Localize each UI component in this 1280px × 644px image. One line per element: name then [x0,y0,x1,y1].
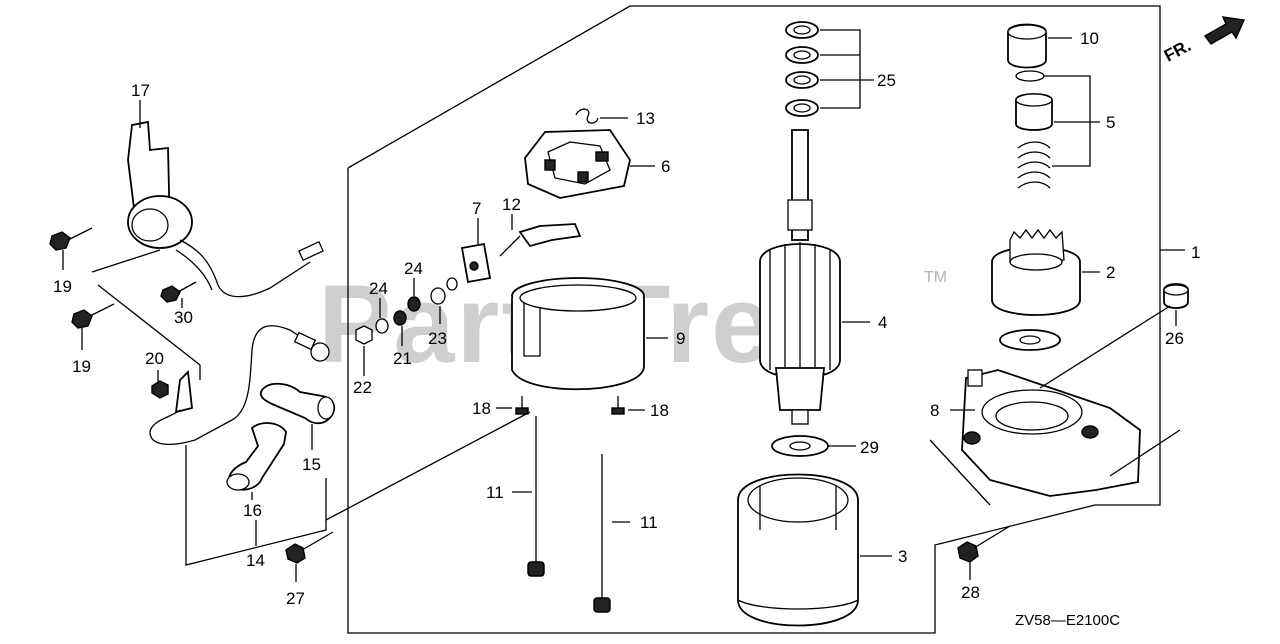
part-24-washer-lower [375,318,389,334]
part-13-spring [575,108,599,124]
part-9-cover-band [511,277,645,391]
callout-19-upper: 19 [53,277,72,296]
callout-17: 17 [131,81,150,100]
part-8-front-bracket [961,369,1141,497]
front-arrow-icon [1203,16,1246,45]
callout-7: 7 [472,199,481,218]
callout-3: 3 [898,547,907,566]
callout-11-right: 11 [640,513,658,532]
part-pinion-washer [999,329,1061,351]
part-29-washer [771,435,829,457]
callout-28: 28 [961,583,980,602]
part-25-thrust-washers [785,21,819,117]
part-21-washer [393,310,407,326]
front-direction-label: FR. [1161,36,1194,66]
callout-24-lower: 24 [369,279,388,298]
part-6-brush-holder [524,129,631,199]
part-11-through-bolt-left [527,416,545,577]
part-2-pinion-gear [991,228,1081,316]
callout-30: 30 [174,308,193,327]
part-18-screw-left [515,396,529,415]
callout-8: 8 [930,401,939,420]
part-18-screw-right [611,396,625,415]
callout-21: 21 [393,349,412,368]
part-10-stop-collar [1007,23,1047,69]
callout-29: 29 [860,438,879,457]
front-direction-indicator: FR. [1161,16,1246,66]
part-16-terminal-boot [226,422,287,491]
part-17-solenoid-switch [127,120,324,298]
callout-16: 16 [243,501,262,520]
callout-27: 27 [286,589,305,608]
diagram-code: ZV58—E2100C [1015,612,1120,629]
callout-19-lower: 19 [72,357,91,376]
part-20-nut [151,380,169,399]
watermark-trademark: TM [924,269,947,286]
part-11-through-bolt-right [593,454,611,613]
callout-labels: 1 2 3 4 5 6 7 8 9 10 11 11 12 13 14 15 1… [53,29,1200,608]
part-3-yoke [737,473,859,627]
callout-11-left: 11 [486,483,504,502]
part-30-bolt [160,281,197,303]
callout-2: 2 [1106,263,1115,282]
callout-9: 9 [676,329,685,348]
callout-15: 15 [302,455,321,474]
callout-13: 13 [636,109,655,128]
part-cable [149,325,330,446]
part-26-dowel-pin [1163,283,1189,309]
part-28-bolt [957,525,1011,563]
part-12-brush-lead [499,223,582,257]
callout-6: 6 [661,157,670,176]
part-22-nut [355,325,373,345]
callout-5: 5 [1106,113,1115,132]
part-5-spring-assembly [1015,70,1053,189]
callout-14: 14 [246,551,265,570]
callout-26: 26 [1165,329,1184,348]
part-19-bolt-lower [71,303,115,329]
part-7-terminal-plate [460,242,492,284]
callout-12: 12 [502,195,521,214]
part-19-bolt-upper [49,227,93,251]
callout-24-upper: 24 [404,259,423,278]
callout-4: 4 [878,313,887,332]
callout-1: 1 [1191,243,1200,262]
callout-18-right: 18 [650,401,669,420]
part-15-terminal-boot [259,382,336,425]
callout-18-left: 18 [472,399,491,418]
part-23-washer [430,277,458,305]
part-24-washer-upper [407,296,421,312]
callout-23: 23 [428,329,447,348]
part-27-through-bolt [285,531,334,564]
callout-22: 22 [353,378,372,397]
assembly-boundary [347,5,1185,634]
callout-10: 10 [1080,29,1099,48]
callout-25: 25 [877,71,896,90]
callout-20: 20 [145,349,164,368]
part-4-armature [759,129,841,425]
